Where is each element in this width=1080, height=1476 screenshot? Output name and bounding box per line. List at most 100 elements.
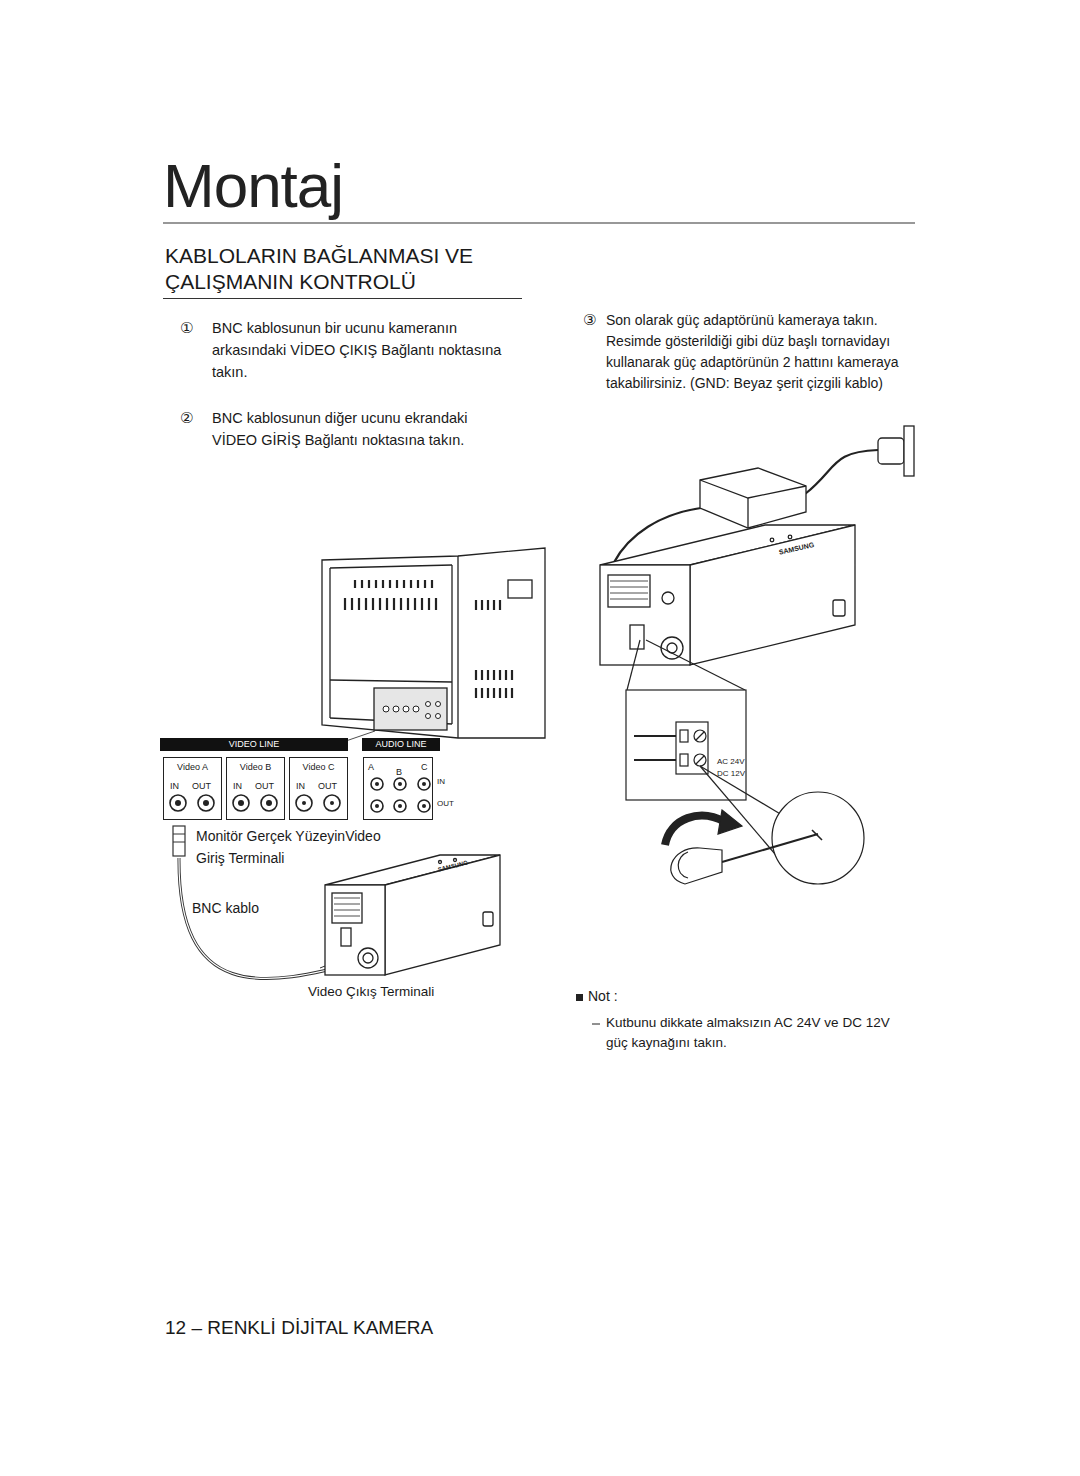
jack-symbols-part-part <box>266 800 272 806</box>
band-label: AUDIO LINE <box>362 740 440 749</box>
section-band: AUDIO LINE <box>362 738 440 751</box>
monitor-illustration-part <box>322 548 545 738</box>
step-number: ③ <box>583 310 596 332</box>
bnc-cable-part <box>173 826 185 856</box>
port-label: C <box>421 763 428 772</box>
power-illustration-part <box>690 525 855 665</box>
jack-symbols-part-part <box>398 804 402 808</box>
port-label: IN <box>437 776 445 788</box>
jack-symbols-part-part <box>330 801 334 805</box>
monitor-illustration-part-part <box>383 706 389 712</box>
camera-illustration-part <box>358 948 378 968</box>
rules-part <box>163 222 915 223</box>
terminal-inset-part <box>694 730 706 742</box>
port-label: IN <box>233 782 242 791</box>
page-title: Montaj <box>163 150 343 221</box>
port-label: OUT <box>318 782 337 791</box>
jack-symbols-part <box>261 795 277 811</box>
port-name: Video B <box>227 763 284 772</box>
port-label: IN <box>170 782 179 791</box>
power-illustration-part <box>608 575 650 607</box>
jack-symbols-part-part <box>238 800 244 806</box>
rules <box>163 223 915 299</box>
terminal-inset-part <box>627 640 640 690</box>
monitor-illustration-part-part <box>476 670 512 680</box>
terminal-inset-part <box>696 756 704 764</box>
terminal-inset-part <box>722 834 818 862</box>
note-heading: Not : <box>588 986 618 1006</box>
power-illustration-part <box>770 538 774 542</box>
step-number: ② <box>180 408 193 430</box>
camera-illustration-part <box>385 855 500 975</box>
power-illustration-part <box>700 468 806 528</box>
power-illustration-part <box>805 450 878 494</box>
monitor-illustration <box>322 548 545 743</box>
camera-illustration-part <box>341 928 351 946</box>
rules-part <box>163 298 522 299</box>
note-marks-part <box>592 1024 600 1025</box>
bnc-cable-part <box>173 834 185 835</box>
terminal-inset <box>626 640 864 884</box>
port-label: OUT <box>437 798 454 810</box>
callout-label: Video Çıkış Terminali <box>308 982 434 1002</box>
terminal-inset-part <box>772 792 864 884</box>
monitor-illustration-part <box>374 688 447 730</box>
power-illustration-part <box>747 498 748 528</box>
section-heading: KABLOLARIN BAĞLANMASI VE ÇALIŞMANIN KONT… <box>165 243 525 296</box>
terminal-inset-part <box>676 722 708 774</box>
power-illustration-part <box>661 637 683 659</box>
monitor-illustration-part <box>383 702 441 719</box>
monitor-illustration-part-part <box>355 580 432 588</box>
jack-symbols-part <box>394 800 406 812</box>
power-illustration-part <box>700 480 806 498</box>
power-illustration-part <box>600 565 690 665</box>
monitor-illustration-part <box>329 568 330 718</box>
monitor-illustration-part-part <box>426 714 431 719</box>
jack-symbols-part-part <box>375 804 379 808</box>
monitor-illustration-part-part <box>426 702 431 707</box>
power-illustration <box>600 426 914 665</box>
port-label: B <box>396 768 402 777</box>
monitor-illustration-part-part <box>436 714 441 719</box>
power-illustration-part <box>610 581 648 599</box>
callout-label: BNC kablo <box>192 898 259 918</box>
monitor-illustration-part <box>330 565 452 568</box>
video-port-box: Video AINOUT <box>163 757 222 820</box>
jack-symbols-part-part <box>422 782 426 786</box>
step-number: ① <box>180 318 193 340</box>
terminal-inset-part <box>646 640 745 690</box>
port-name: Video A <box>164 763 221 772</box>
terminal-label: DC 12V <box>717 768 745 780</box>
monitor-illustration-part-part <box>436 702 441 707</box>
terminal-inset-part <box>665 816 725 845</box>
terminal-inset-part <box>694 754 706 766</box>
jack-symbols-part <box>394 778 406 790</box>
camera-illustration <box>325 855 500 975</box>
camera-illustration-part <box>363 953 373 963</box>
jack-symbols-part <box>175 782 426 808</box>
terminal-inset-part <box>700 766 782 815</box>
camera-illustration-part <box>439 861 442 864</box>
instruction-text: Son olarak güç adaptörünü kameraya takın… <box>606 310 924 394</box>
camera-illustration-part <box>325 885 385 975</box>
port-label: OUT <box>255 782 274 791</box>
band-label: VIDEO LINE <box>160 740 348 749</box>
jack-symbols-part <box>371 800 383 812</box>
jack-symbols-part <box>371 778 383 790</box>
terminal-inset-part <box>680 754 688 766</box>
camera-illustration-part <box>483 912 493 926</box>
jack-symbols-part <box>418 778 430 790</box>
jack-symbols-part-part <box>422 804 426 808</box>
audio-port-box: ABC <box>363 757 433 820</box>
terminal-inset-part <box>626 690 746 800</box>
jack-symbols <box>170 778 430 812</box>
terminal-inset-part <box>718 810 742 834</box>
port-name: Video C <box>290 763 347 772</box>
jack-symbols-part <box>296 795 312 811</box>
note-text: Kutbunu dikkate almaksızın AC 24V ve DC … <box>606 1013 906 1054</box>
power-illustration-part <box>904 426 914 476</box>
monitor-illustration-part <box>451 565 452 724</box>
jack-symbols-part <box>198 795 214 811</box>
power-illustration-part <box>630 625 644 649</box>
instruction-text: BNC kablosunun diğer ucunu ekrandaki VİD… <box>212 408 512 452</box>
